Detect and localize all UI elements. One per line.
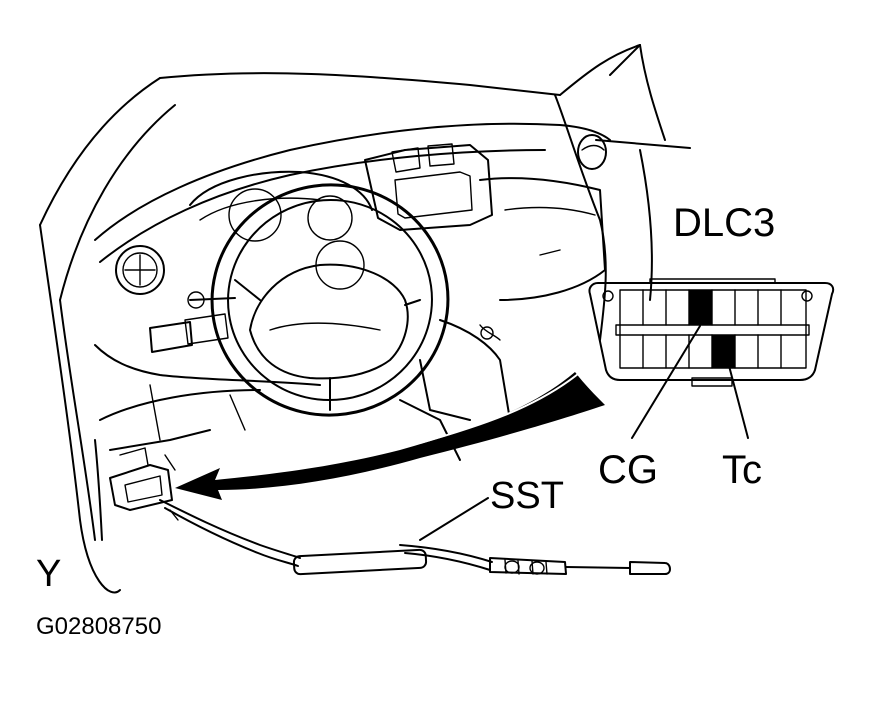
pin-test-label: Tc [722,448,762,492]
plugged-connector-icon [109,447,176,511]
steering-wheel-icon [210,183,450,417]
connector-label: DLC3 [673,201,775,245]
dashboard-icon [39,44,691,594]
figure-id: G02808750 [36,613,161,640]
connector-pin-grid [615,289,810,369]
pin-tc [712,335,735,368]
arrow-icon [175,372,605,500]
pin-cg [689,290,712,325]
obd-connector-icon [588,278,835,439]
tool-label: SST [490,475,564,517]
corner-label: Y [36,553,61,595]
cable-icon [159,497,671,576]
pin-ground-label: CG [598,448,658,492]
